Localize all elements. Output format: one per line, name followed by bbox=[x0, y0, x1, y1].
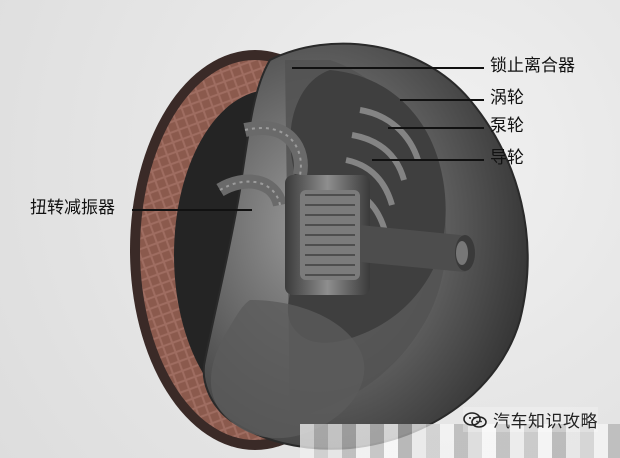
output-shaft bbox=[360, 225, 475, 272]
leader-lines bbox=[132, 67, 484, 211]
label-pump: 泵轮 bbox=[490, 116, 524, 136]
watermark-text: 汽车知识攻略 bbox=[493, 412, 598, 432]
watermark: 汽车知识攻略 bbox=[463, 407, 598, 432]
hub-and-gears bbox=[285, 175, 370, 295]
label-turbine: 涡轮 bbox=[490, 88, 524, 108]
label-lockup-clutch: 锁止离合器 bbox=[490, 56, 575, 76]
label-torsional-damper: 扭转减振器 bbox=[30, 198, 115, 218]
damper-springs bbox=[216, 121, 308, 208]
converter-housing bbox=[202, 42, 529, 450]
label-stator: 导轮 bbox=[490, 148, 524, 168]
wechat-icon bbox=[463, 411, 487, 429]
watermark-mosaic bbox=[300, 424, 620, 458]
